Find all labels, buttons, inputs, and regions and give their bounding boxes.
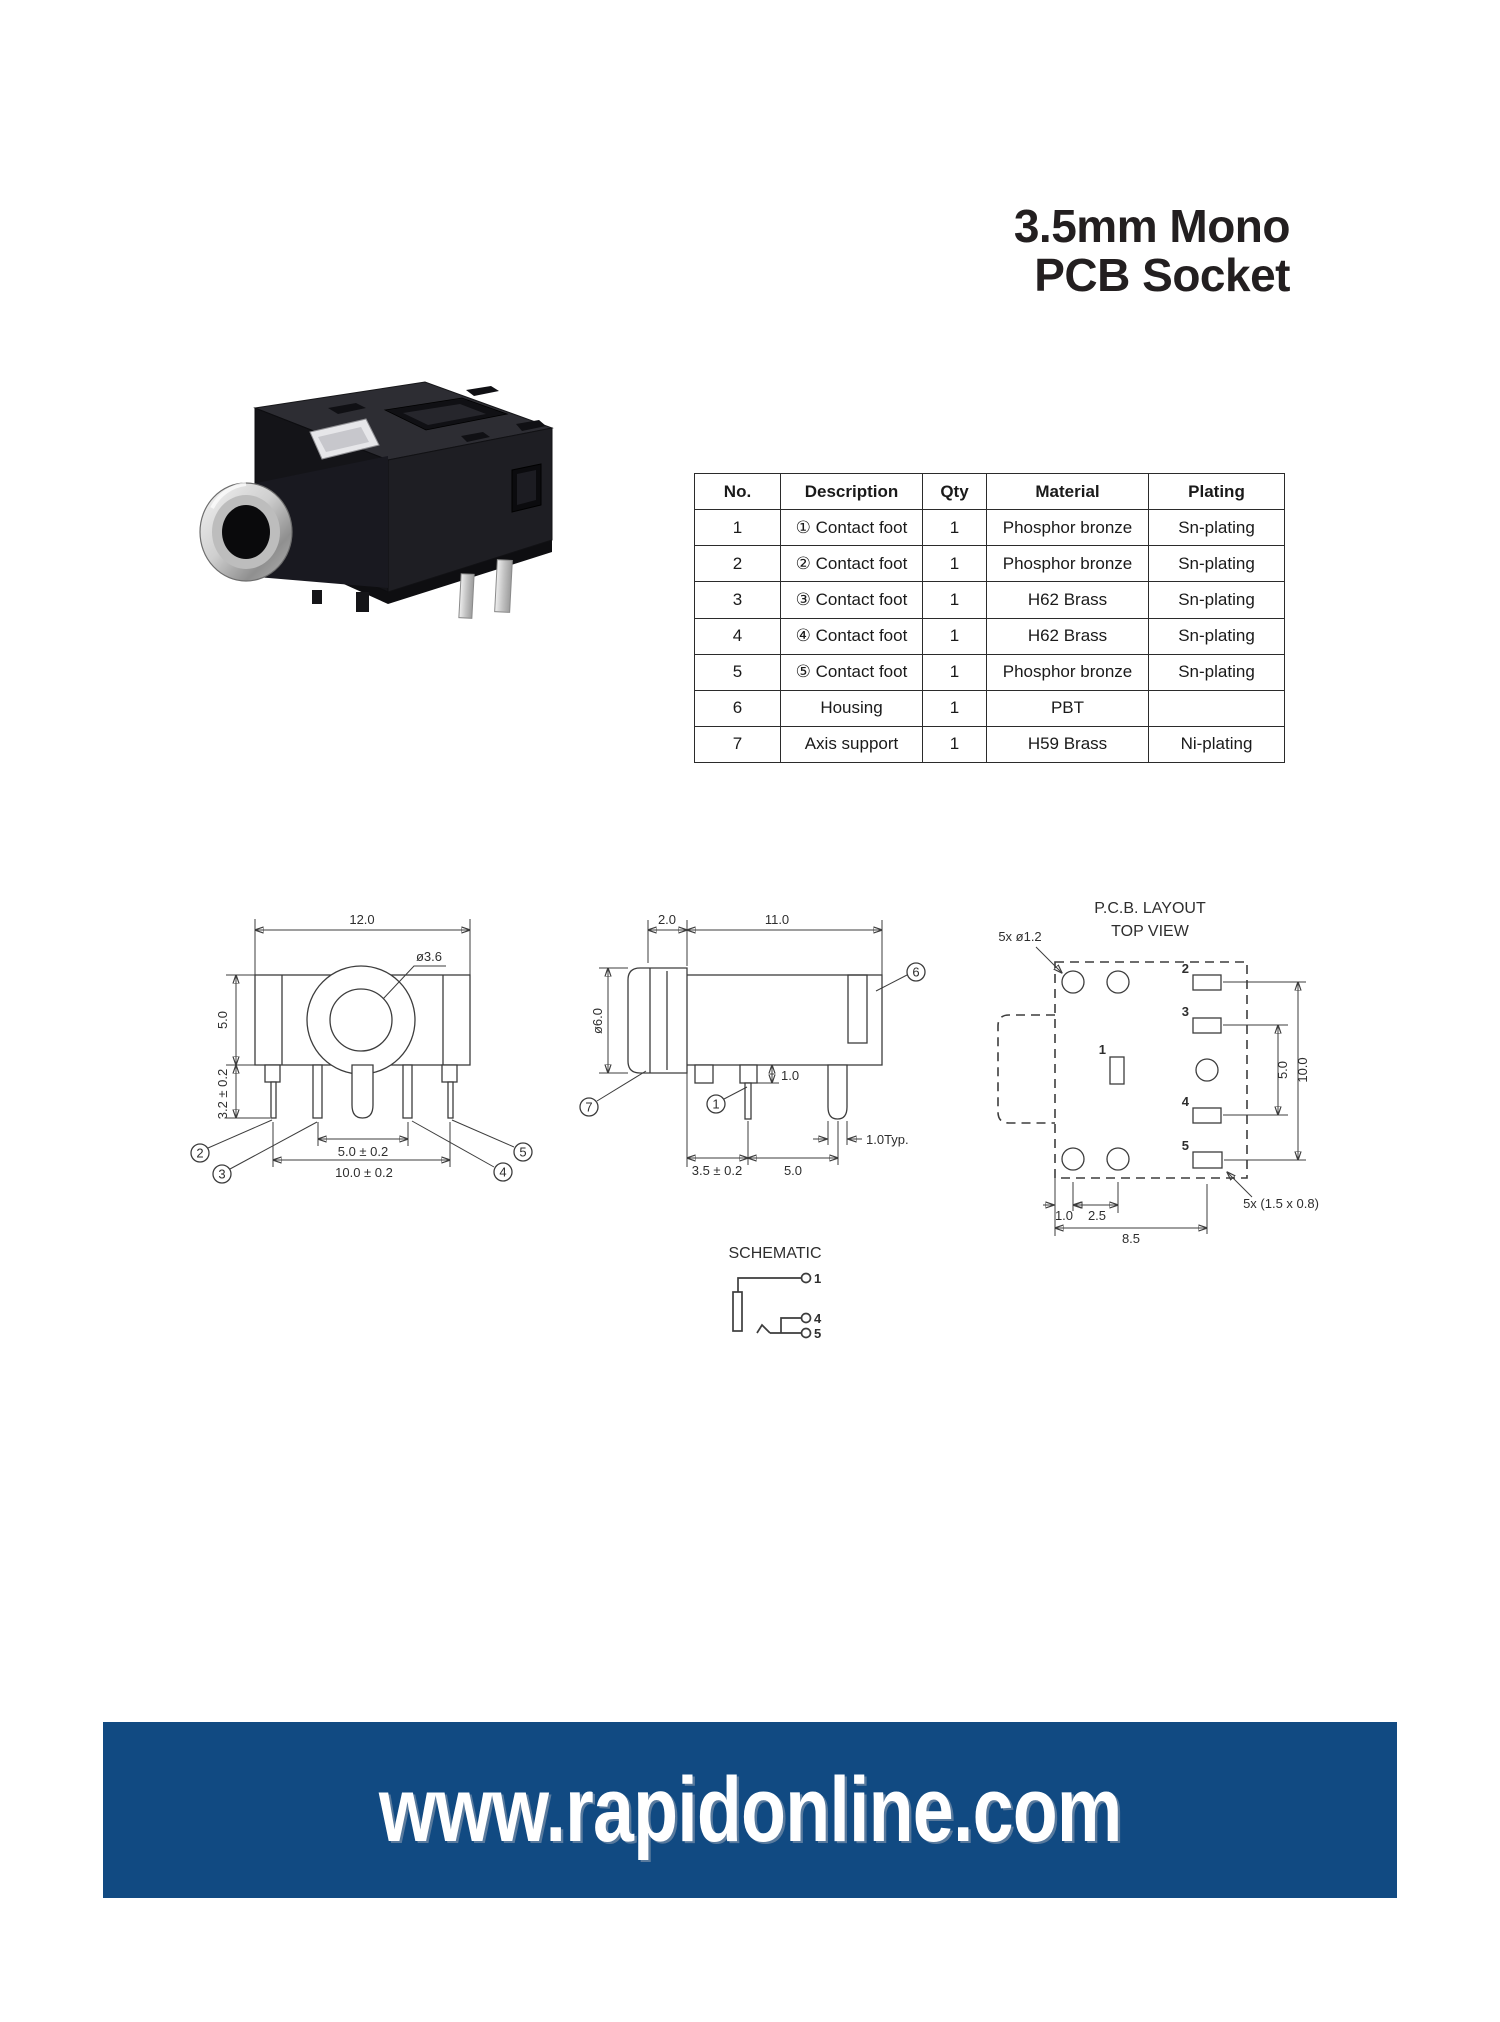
table-row: 4 ④ Contact foot 1 H62 Brass Sn-plating (694, 617, 1285, 655)
cell-description: Housing (780, 689, 923, 727)
side-barrel-dim: ø6.0 (590, 1008, 605, 1034)
schematic-drawing: SCHEMATIC 1 4 5 (728, 1245, 822, 1341)
schematic-title: SCHEMATIC (728, 1245, 821, 1262)
cell-description: ② Contact foot (780, 545, 923, 583)
table-row: 5 ⑤ Contact foot 1 Phosphor bronze Sn-pl… (694, 653, 1285, 691)
table-row: 7 Axis support 1 H59 Brass Ni-plating (694, 725, 1285, 764)
cell-no: 6 (694, 689, 781, 727)
front-callout-4: 4 (499, 1165, 506, 1180)
side-view-drawing: 2.0 11.0 ø6.0 1.0 7 1 (579, 912, 926, 1178)
cell-no: 1 (694, 509, 781, 547)
cell-qty: 1 (922, 653, 987, 691)
cell-material: Phosphor bronze (986, 545, 1149, 583)
table-row: 2 ② Contact foot 1 Phosphor bronze Sn-pl… (694, 545, 1285, 583)
socket-body-illustration (199, 381, 554, 619)
product-photo (199, 381, 554, 619)
side-tab-dim: 1.0 (781, 1068, 799, 1083)
cell-qty: 1 (922, 617, 987, 655)
front-body-height-dim: 5.0 (215, 1011, 230, 1029)
cell-plating: Sn-plating (1148, 617, 1285, 655)
side-callout-1: 1 (712, 1097, 719, 1112)
page-title-line1: 3.5mm Mono (1013, 200, 1291, 252)
table-row: 3 ③ Contact foot 1 H62 Brass Sn-plating (694, 581, 1285, 619)
cell-description: Axis support (780, 725, 923, 764)
cell-plating: Ni-plating (1148, 725, 1285, 764)
cell-no: 2 (694, 545, 781, 583)
cell-material: Phosphor bronze (986, 509, 1149, 547)
front-pin-length-dim: 3.2 ± 0.2 (215, 1069, 230, 1120)
cell-material: PBT (986, 689, 1149, 727)
front-view-drawing: 12.0 ø3.6 5.0 3.2 ± 0.2 5.0 ± 0.2 (190, 912, 533, 1184)
cell-material: Phosphor bronze (986, 653, 1149, 691)
cell-plating: Sn-plating (1148, 581, 1285, 619)
cell-no: 3 (694, 581, 781, 619)
cell-description: ④ Contact foot (780, 617, 923, 655)
side-pin1-offset-dim: 3.5 ± 0.2 (692, 1163, 743, 1178)
col-header-material: Material (986, 472, 1149, 511)
col-header-qty: Qty (922, 472, 987, 511)
front-pin-pitch-dim: 5.0 ± 0.2 (338, 1144, 389, 1159)
parts-table: No. Description Qty Material Plating 1 ①… (694, 472, 1285, 764)
pcb-layout-subtitle: TOP VIEW (1111, 923, 1190, 940)
side-callout-6: 6 (912, 965, 919, 980)
front-pin-span-dim: 10.0 ± 0.2 (335, 1165, 393, 1180)
page-title: 3.5mm Mono PCB Socket (1013, 200, 1291, 301)
cell-qty: 1 (922, 545, 987, 583)
pcb-pad-1-label: 1 (1099, 1042, 1106, 1057)
schematic-terminal-1: 1 (814, 1271, 821, 1286)
pcb-pad-2-label: 2 (1182, 961, 1189, 976)
cell-material: H62 Brass (986, 581, 1149, 619)
cell-description: ③ Contact foot (780, 581, 923, 619)
pcb-pads-label: 5x (1.5 x 0.8) (1243, 1196, 1319, 1211)
pcb-total-dim: 8.5 (1122, 1231, 1140, 1246)
side-callout-7: 7 (585, 1100, 592, 1115)
side-depth-dim: 11.0 (765, 912, 789, 927)
front-callout-5: 5 (519, 1145, 526, 1160)
cell-qty: 1 (922, 581, 987, 619)
cell-no: 4 (694, 617, 781, 655)
pcb-hole-gap-dim: 2.5 (1088, 1208, 1106, 1223)
pcb-pad-span-dim: 10.0 (1295, 1057, 1310, 1082)
front-callout-2: 2 (196, 1146, 203, 1161)
table-row: 6 Housing 1 PBT (694, 689, 1285, 727)
cell-material: H59 Brass (986, 725, 1149, 764)
front-callout-3: 3 (218, 1167, 225, 1182)
pcb-pad-3-label: 3 (1182, 1004, 1189, 1019)
side-front-dim: 2.0 (658, 912, 676, 927)
col-header-plating: Plating (1148, 472, 1285, 511)
page-title-line2: PCB Socket (1034, 249, 1290, 301)
side-pin-gap-dim: 5.0 (784, 1163, 802, 1178)
front-hole-dim: ø3.6 (416, 949, 442, 964)
cell-no: 7 (694, 725, 781, 764)
pcb-pad-5-label: 5 (1182, 1138, 1189, 1153)
cell-description: ① Contact foot (780, 509, 923, 547)
cell-plating (1148, 689, 1285, 727)
schematic-terminal-4: 4 (814, 1311, 822, 1326)
cell-no: 5 (694, 653, 781, 691)
cell-qty: 1 (922, 725, 987, 764)
table-row: 1 ① Contact foot 1 Phosphor bronze Sn-pl… (694, 509, 1285, 547)
cell-plating: Sn-plating (1148, 653, 1285, 691)
front-width-dim: 12.0 (349, 912, 374, 927)
pcb-edge-dim: 1.0 (1055, 1208, 1073, 1223)
cell-qty: 1 (922, 509, 987, 547)
table-header-row: No. Description Qty Material Plating (694, 472, 1285, 511)
cell-plating: Sn-plating (1148, 509, 1285, 547)
pcb-holes-label: 5x ø1.2 (998, 929, 1041, 944)
cell-qty: 1 (922, 689, 987, 727)
schematic-terminal-5: 5 (814, 1326, 821, 1341)
pcb-pad-pitch-dim: 5.0 (1275, 1061, 1290, 1079)
technical-drawings: 12.0 ø3.6 5.0 3.2 ± 0.2 5.0 ± 0.2 (190, 900, 1319, 1341)
pcb-pad-4-label: 4 (1182, 1094, 1190, 1109)
cell-material: H62 Brass (986, 617, 1149, 655)
footer-bar: www.rapidonline.com (103, 1722, 1397, 1898)
cell-description: ⑤ Contact foot (780, 653, 923, 691)
website-url: www.rapidonline.com (378, 1758, 1122, 1861)
side-pin-typ-dim: 1.0Typ. (866, 1132, 909, 1147)
cell-plating: Sn-plating (1148, 545, 1285, 583)
pcb-layout-drawing: P.C.B. LAYOUT TOP VIEW 5x ø1.2 2 3 1 4 5 (997, 900, 1319, 1246)
col-header-no: No. (694, 472, 781, 511)
pcb-layout-title: P.C.B. LAYOUT (1094, 900, 1206, 917)
col-header-description: Description (780, 472, 923, 511)
